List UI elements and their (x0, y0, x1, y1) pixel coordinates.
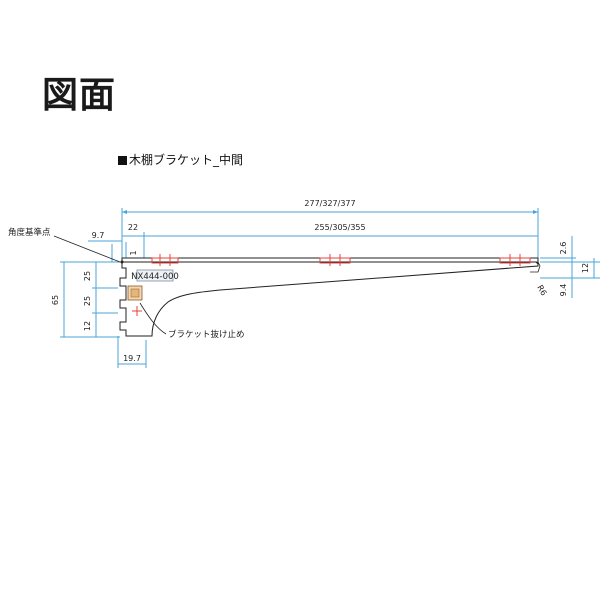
part-number-label: NX444-000 (131, 272, 179, 282)
dim-inner-length: 255/305/355 (314, 223, 365, 232)
angle-reference-point (120, 260, 124, 264)
bracket-tip (530, 261, 541, 273)
screw-hole-right (499, 254, 531, 266)
dim-offset-left: 22 (128, 223, 138, 232)
angle-reference-label: 角度基準点 (8, 227, 51, 238)
dim-slot-pitch-1: 25 (83, 271, 92, 281)
dim-tip-height: 9.4 (559, 284, 568, 297)
stopper-label: ブラケット抜け止め (168, 329, 245, 340)
subtitle-text: 木棚ブラケット_中間 (129, 153, 244, 167)
dim-offset-one: 1 (129, 250, 138, 255)
screw-hole-middle (319, 254, 351, 266)
stopper-inner (130, 288, 140, 298)
dim-slot-pitch-2: 25 (83, 296, 92, 306)
screw-hole-left (151, 254, 179, 266)
dim-thickness-top: 2.6 (559, 242, 568, 255)
page-title: 図面 (42, 75, 117, 116)
dim-overall-length: 277/327/377 (304, 199, 355, 208)
dim-tip-radius: R6 (535, 284, 548, 298)
dim-overall-height: 65 (51, 295, 60, 305)
drawing-subtitle: 木棚ブラケット_中間 (118, 151, 243, 168)
dim-slot-bottom: 12 (83, 321, 92, 331)
dim-base-width: 19.7 (123, 354, 141, 363)
angle-reference-leader (53, 235, 121, 263)
stopper-leader (139, 302, 167, 335)
square-bullet-icon (118, 156, 127, 165)
dim-offset-small: 9.7 (92, 231, 105, 240)
dim-height-right: 12 (581, 263, 590, 273)
bracket-body (119, 261, 539, 337)
stopper-mark-icon (132, 306, 142, 316)
arrow-right (533, 210, 538, 214)
arrow-left (122, 210, 127, 214)
part-number-box (136, 269, 174, 282)
